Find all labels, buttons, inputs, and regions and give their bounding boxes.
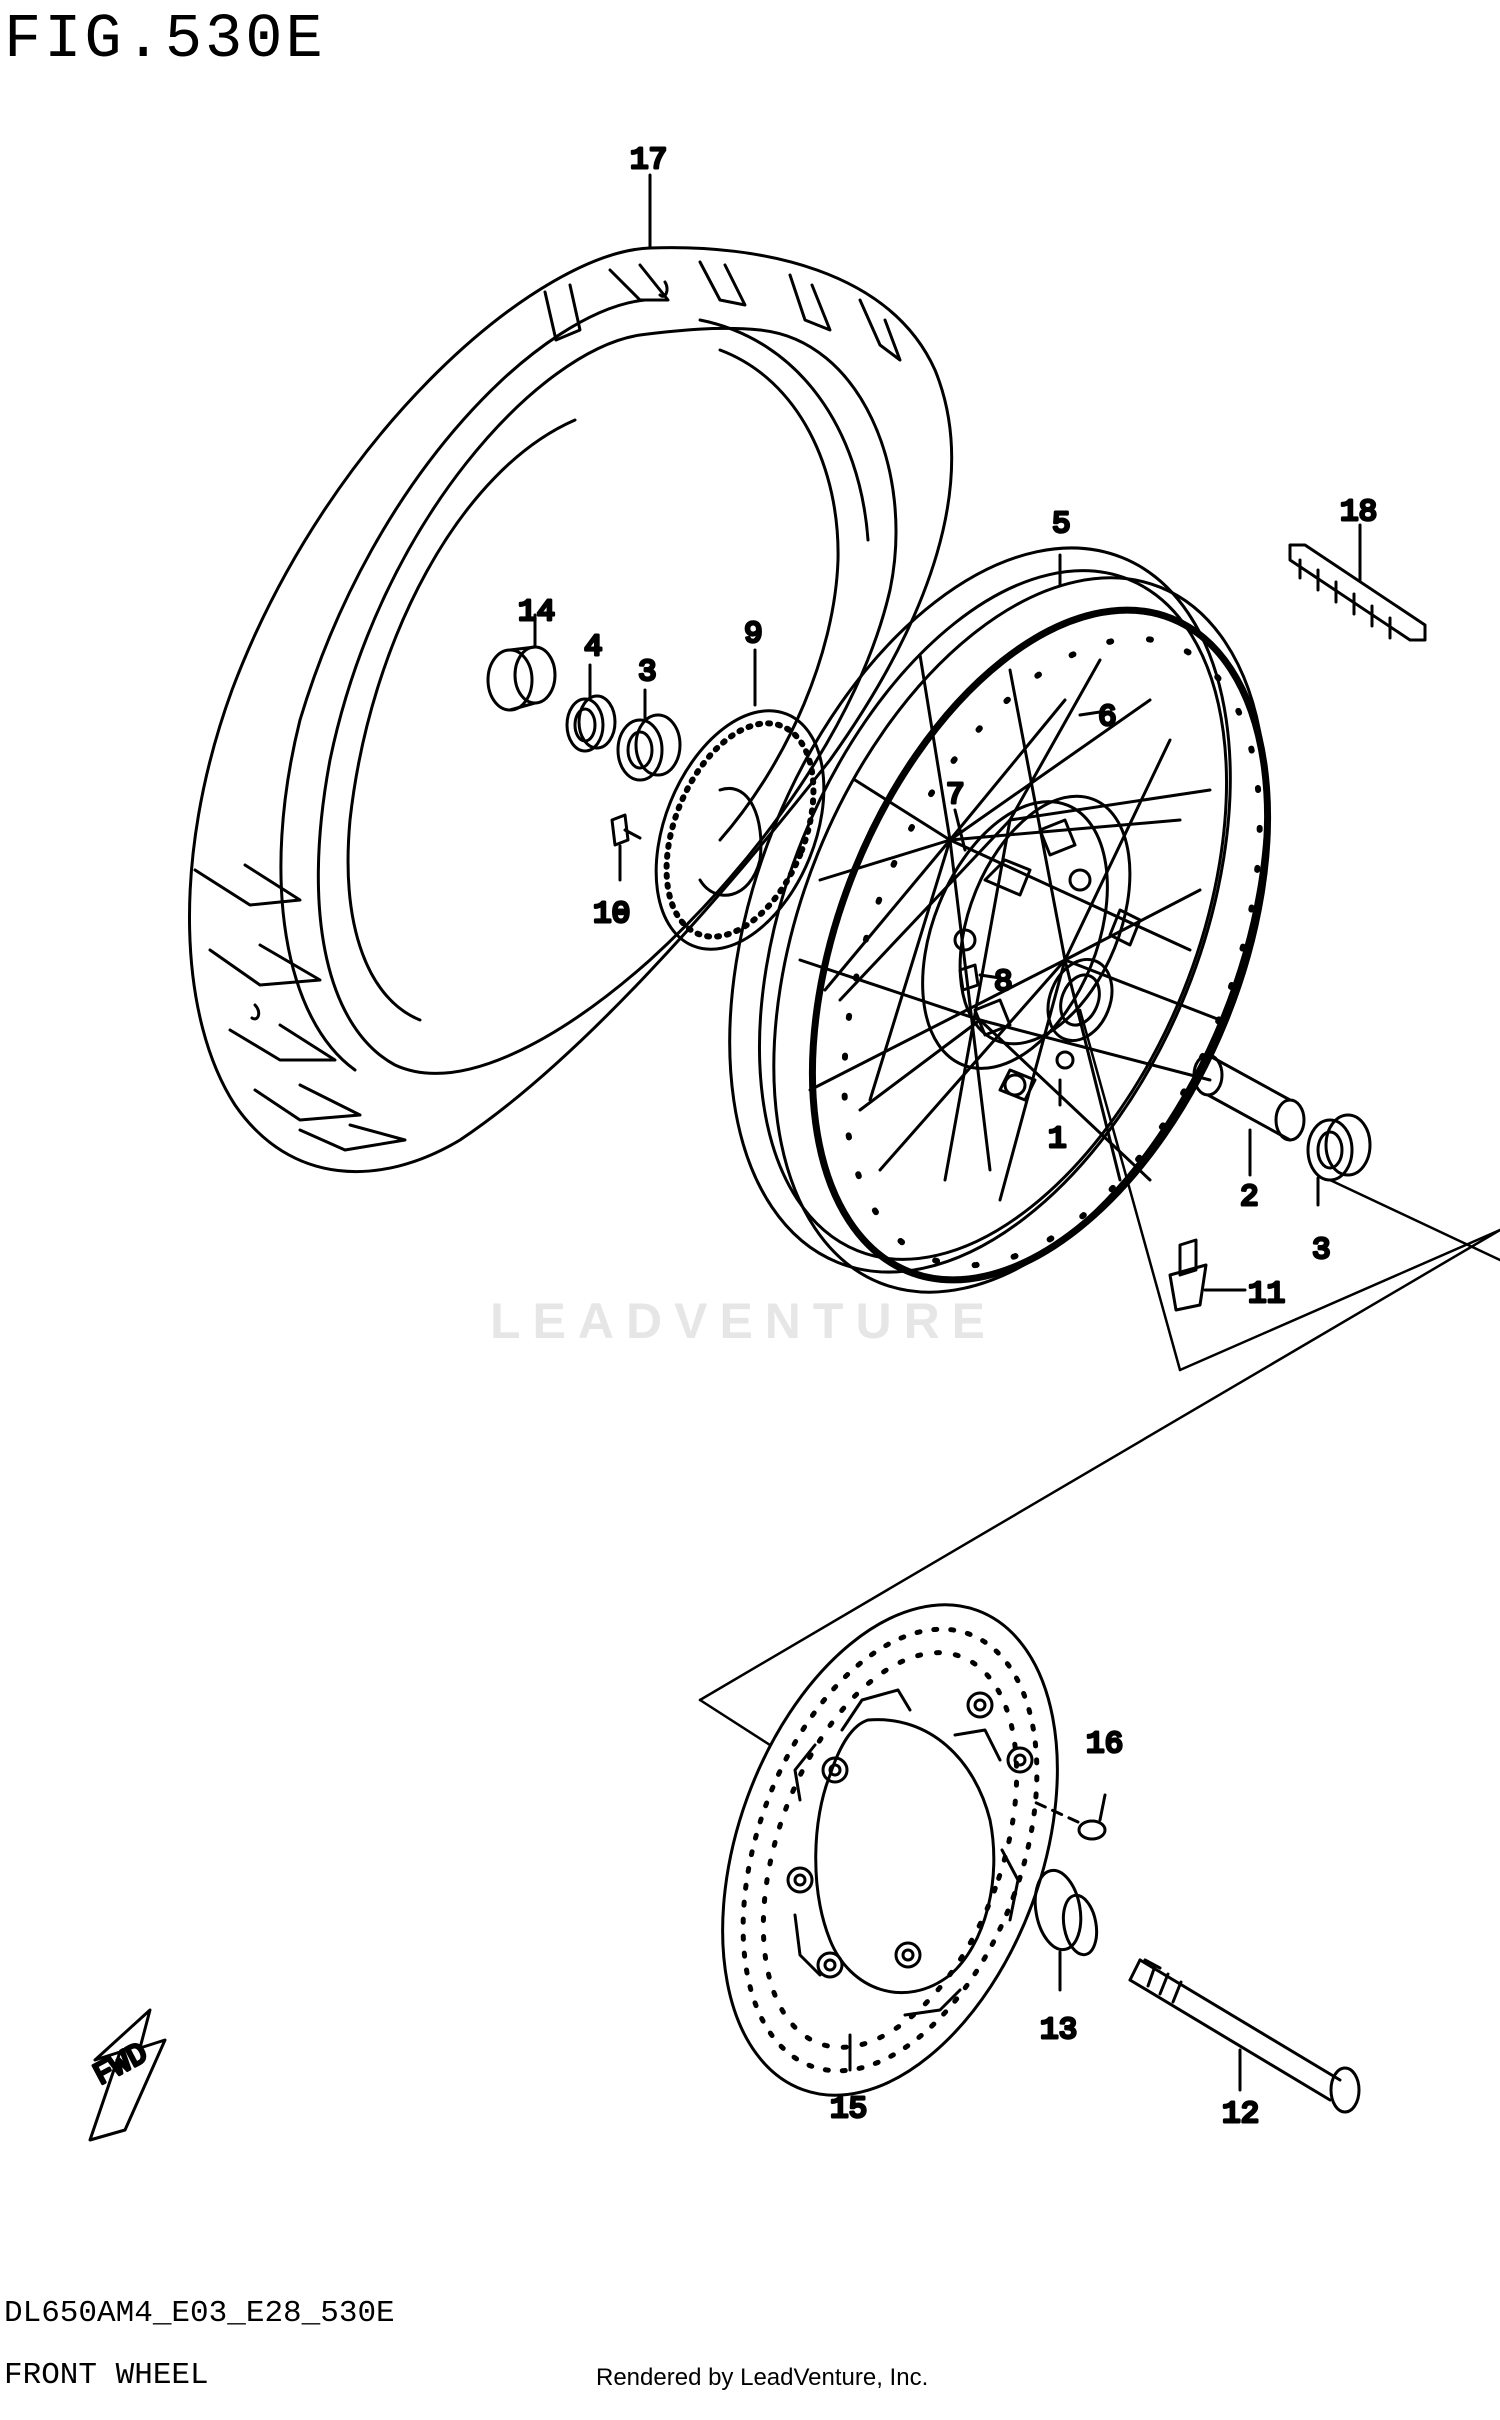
callout-6: 6 bbox=[1098, 700, 1117, 735]
callout-18: 18 bbox=[1340, 495, 1377, 530]
oil-seal-4 bbox=[565, 663, 617, 753]
leader-7 bbox=[953, 808, 967, 852]
callout-14: 14 bbox=[518, 595, 555, 630]
watermark: LEADVENTURE bbox=[490, 1293, 998, 1349]
spacer-14 bbox=[486, 613, 557, 712]
bolt-8 bbox=[958, 963, 1002, 992]
callout-2: 2 bbox=[1240, 1180, 1259, 1215]
page-title: FIG.530E bbox=[4, 4, 326, 75]
callout-3-right: 3 bbox=[1312, 1233, 1331, 1268]
callout-8: 8 bbox=[994, 965, 1013, 1000]
bearing-3-right bbox=[1306, 1113, 1372, 1207]
sensor-rotor-9 bbox=[654, 648, 826, 951]
model-code: DL650AM4_E03_E28_530E bbox=[4, 2296, 395, 2331]
callout-9: 9 bbox=[744, 617, 763, 652]
bearing-3-left bbox=[616, 688, 682, 782]
callout-1: 1 bbox=[1048, 1122, 1067, 1157]
figure-name: FRONT WHEEL bbox=[4, 2358, 209, 2393]
callout-12: 12 bbox=[1222, 2097, 1259, 2132]
tire bbox=[188, 173, 954, 1174]
fwd-arrow-icon bbox=[88, 2008, 167, 2142]
guide-lines bbox=[698, 1008, 1500, 1747]
callout-15: 15 bbox=[830, 2092, 867, 2127]
callouts: 1 2 3 3 4 5 6 7 8 9 10 11 12 13 14 15 16… bbox=[517, 142, 1379, 2134]
callout-13: 13 bbox=[1040, 2013, 1077, 2048]
bolt-10 bbox=[610, 813, 642, 882]
spacer-13 bbox=[1033, 1868, 1099, 1992]
spokes bbox=[798, 653, 1222, 1202]
callout-3-left: 3 bbox=[638, 655, 657, 690]
callout-10: 10 bbox=[593, 897, 630, 932]
leader-6 bbox=[1078, 710, 1102, 717]
callout-5: 5 bbox=[1052, 507, 1071, 542]
weight-18 bbox=[1288, 523, 1427, 642]
axle-12 bbox=[1128, 1958, 1361, 2114]
hub bbox=[921, 794, 1142, 1102]
callout-4: 4 bbox=[584, 630, 603, 665]
valve-11 bbox=[1168, 1238, 1247, 1312]
spacer-2 bbox=[1192, 1053, 1306, 1177]
callout-11: 11 bbox=[1248, 1277, 1285, 1312]
wheel-rim bbox=[728, 546, 1272, 1294]
callout-7: 7 bbox=[946, 778, 965, 813]
bolt-16 bbox=[1028, 1793, 1107, 1841]
callout-17: 17 bbox=[630, 143, 667, 178]
render-credit: Rendered by LeadVenture, Inc. bbox=[596, 2364, 929, 2391]
callout-16: 16 bbox=[1086, 1727, 1123, 1762]
brake-disc bbox=[721, 1603, 1059, 2097]
